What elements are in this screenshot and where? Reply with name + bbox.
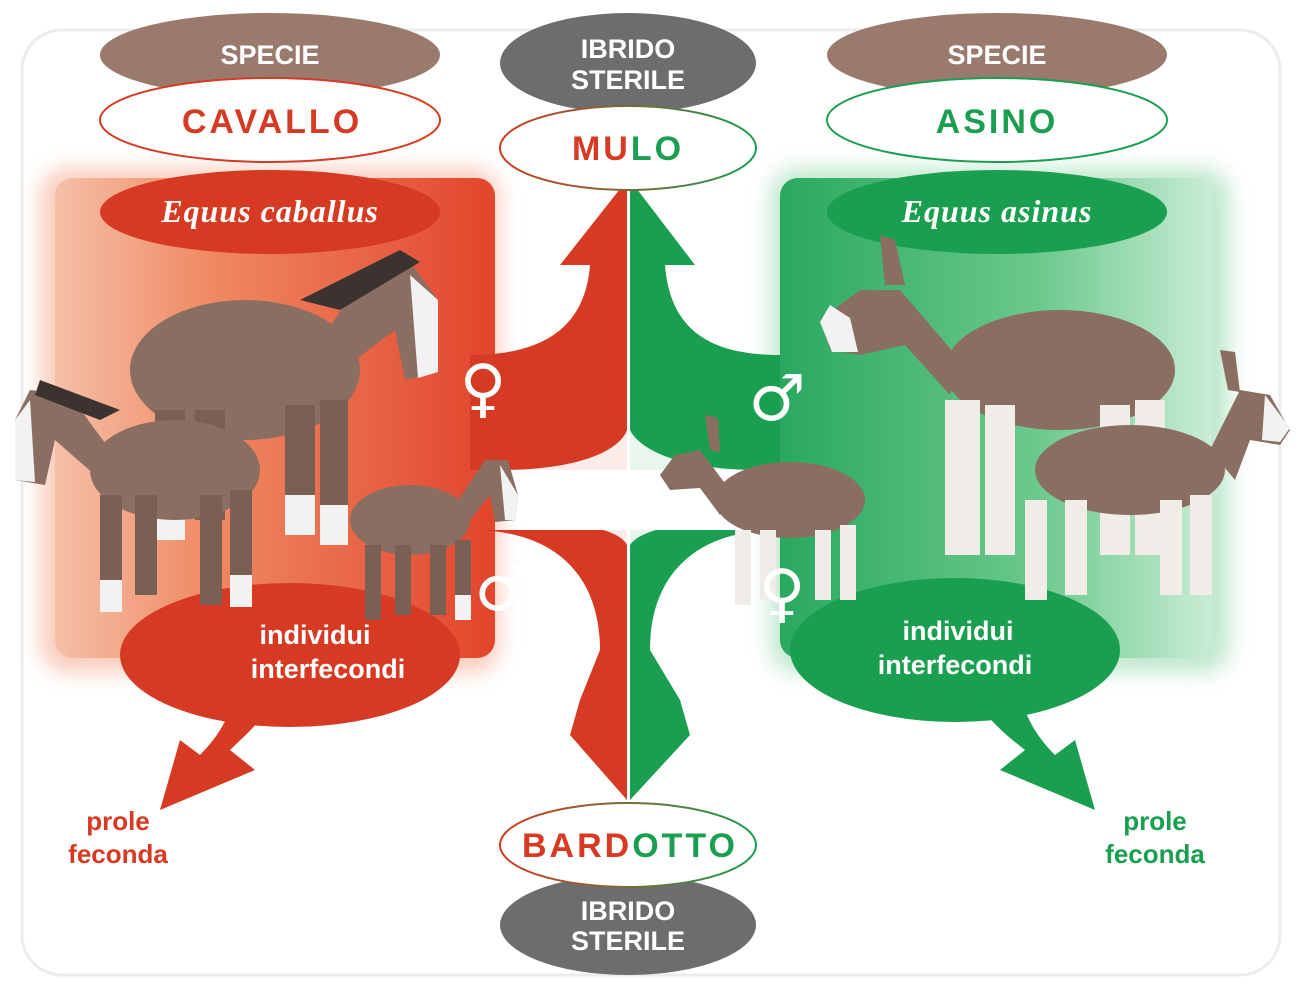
mule-hybrid-line1: IBRIDO: [581, 34, 676, 64]
horse-species-tag: [100, 13, 440, 97]
mule-name-green-part: LO: [631, 130, 684, 168]
arrow-male-horse-to-hinny: [470, 530, 627, 800]
donkey-foal-illustration: [660, 415, 865, 605]
donkey-name-ellipse: [826, 77, 1168, 163]
horse-name-ellipse: [99, 77, 441, 163]
horse-group-line1: individui: [260, 620, 371, 650]
donkey-latin-ellipse: [827, 170, 1167, 254]
hinny-name-green-part: OTTO: [632, 827, 738, 865]
hinny-hybrid-line1: IBRIDO: [581, 896, 676, 926]
donkey-group-line1: individui: [903, 616, 1014, 646]
donkey-female-symbol: ♀: [759, 557, 806, 631]
horse-offspring-line2: feconda: [68, 839, 168, 869]
horse-common-name: CAVALLO: [182, 103, 362, 141]
donkey-young-illustration: [1025, 350, 1290, 600]
mule-name: MULO: [572, 130, 684, 168]
donkey-species-label: SPECIE: [947, 40, 1046, 70]
arrow-female-horse-to-mule: [470, 180, 627, 470]
horse-foal-illustration: [350, 460, 518, 620]
center-gap: [500, 430, 627, 545]
hinny-name-ellipse: [499, 802, 757, 888]
mule-name-ellipse: [499, 105, 757, 191]
donkey-offspring-line1: prole: [1123, 806, 1187, 836]
horse-male-symbol: ♂: [474, 552, 531, 626]
horse-offspring-line1: prole: [86, 806, 150, 836]
hinny-hybrid-tag: [500, 875, 756, 975]
horse-species-label: SPECIE: [220, 40, 319, 70]
donkey-offspring-line2: feconda: [1105, 839, 1205, 869]
horse-female-symbol: ♀: [460, 352, 507, 426]
mule-hybrid-line2: STERILE: [571, 65, 685, 95]
donkey-species-tag: [827, 13, 1167, 97]
horse-latin-ellipse: [100, 170, 440, 254]
arrow-male-donkey-to-mule: [630, 180, 780, 470]
donkey-group-line2: interfecondi: [878, 650, 1033, 680]
donkey-latin-name: Equus asinus: [901, 193, 1093, 229]
hinny-hybrid-line2: STERILE: [571, 926, 685, 956]
horse-group-line2: interfecondi: [251, 654, 406, 684]
horse-latin-name: Equus caballus: [160, 193, 379, 229]
donkey-male-symbol: ♂: [748, 362, 805, 436]
mule-name-red-part: MU: [572, 130, 631, 168]
donkey-common-name: ASINO: [936, 103, 1059, 141]
arrow-female-donkey-to-hinny: [630, 530, 780, 800]
hinny-name-red-part: BARD: [522, 827, 632, 865]
horse-young-illustration: [15, 380, 260, 612]
donkey-group-ellipse: [790, 578, 1120, 722]
hinny-name: BARDOTTO: [522, 827, 738, 865]
mule-hybrid-tag: [500, 13, 756, 113]
